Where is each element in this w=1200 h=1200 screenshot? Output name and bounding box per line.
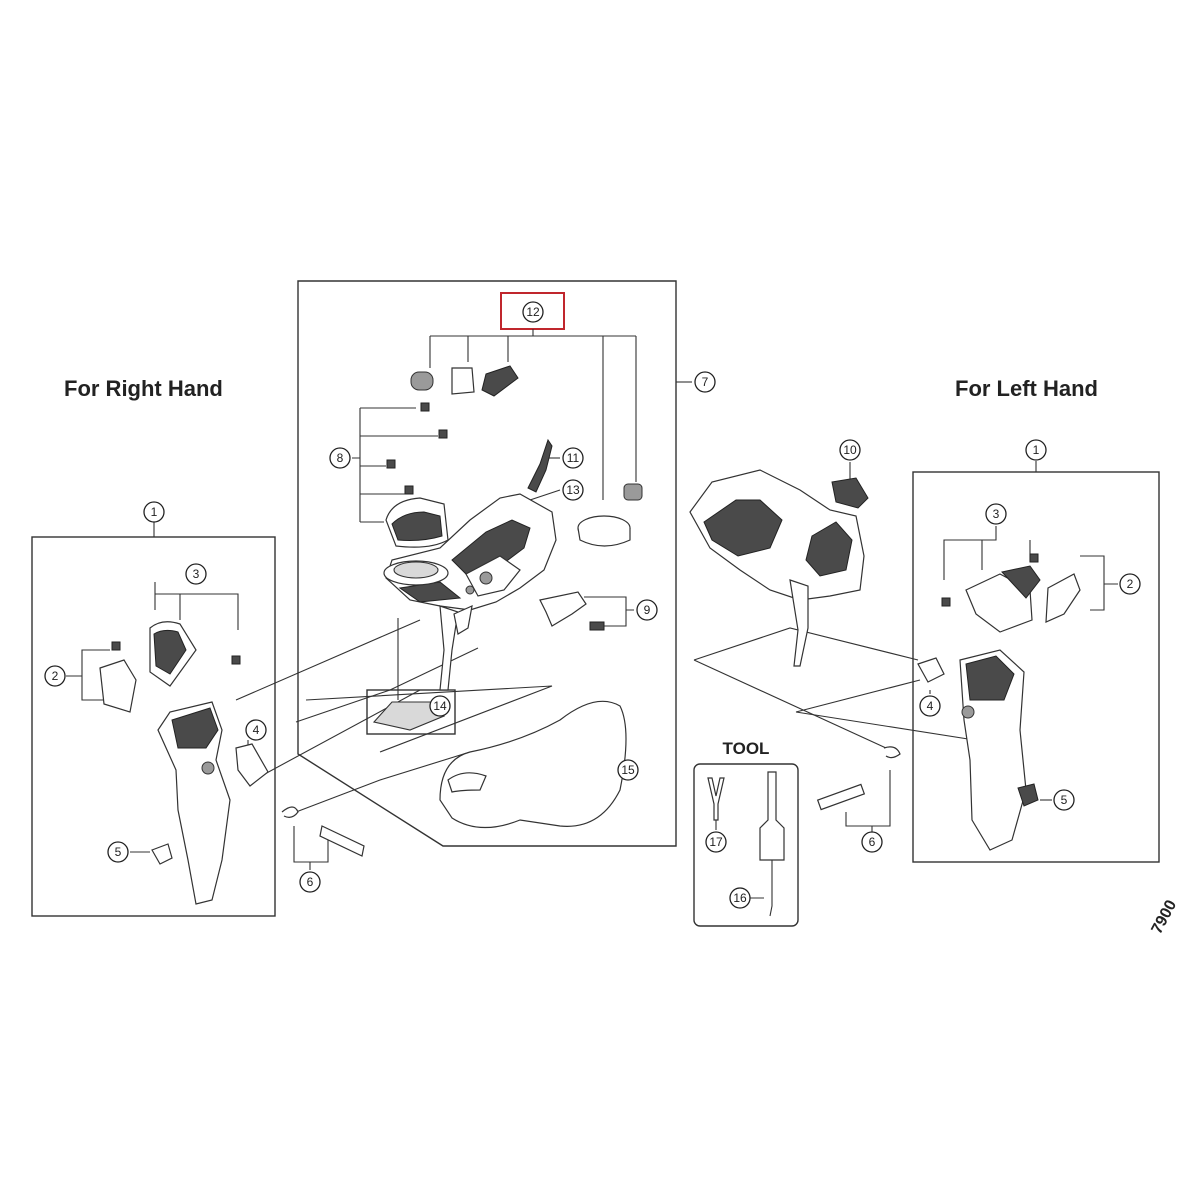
callout-rh-1: 1 <box>143 501 165 523</box>
callout-13: 13 <box>562 479 584 501</box>
left-hand-lever <box>917 553 1081 851</box>
main-body-frame <box>297 280 677 847</box>
svg-text:6: 6 <box>869 835 876 849</box>
tool-items <box>707 771 785 917</box>
callout-9: 9 <box>636 599 658 621</box>
svg-text:8: 8 <box>337 451 344 465</box>
svg-text:14: 14 <box>433 699 447 713</box>
callout-lh-1: 1 <box>1025 439 1047 461</box>
callout-lh-4: 4 <box>919 695 941 717</box>
callout-7: 7 <box>694 371 716 393</box>
callout-8: 8 <box>329 447 351 469</box>
callout-rh-6: 6 <box>299 871 321 893</box>
svg-text:1: 1 <box>1033 443 1040 457</box>
callout-rh-2: 2 <box>44 665 66 687</box>
svg-text:5: 5 <box>1061 793 1068 807</box>
svg-text:10: 10 <box>843 443 857 457</box>
callout-lh-5: 5 <box>1053 789 1075 811</box>
main-body-assembly <box>281 365 643 857</box>
callout-12: 12 <box>522 301 544 323</box>
callout-rh-3: 3 <box>185 563 207 585</box>
svg-text:4: 4 <box>927 699 934 713</box>
callout-16: 16 <box>729 887 751 909</box>
model-code: 7900 <box>1149 897 1181 936</box>
callout-14: 14 <box>429 695 451 717</box>
callout-11: 11 <box>562 447 584 469</box>
callout-lh-6: 6 <box>861 831 883 853</box>
svg-text:17: 17 <box>709 835 723 849</box>
svg-text:3: 3 <box>193 567 200 581</box>
callout-10: 10 <box>839 439 861 461</box>
svg-text:2: 2 <box>1127 577 1134 591</box>
svg-text:13: 13 <box>566 483 580 497</box>
callout-rh-5: 5 <box>107 841 129 863</box>
svg-text:5: 5 <box>115 845 122 859</box>
svg-text:7: 7 <box>702 375 709 389</box>
tool-heading: TOOL <box>723 739 770 758</box>
right-hand-lever <box>99 621 269 905</box>
callout-rh-4: 4 <box>245 719 267 741</box>
svg-text:1: 1 <box>151 505 158 519</box>
svg-text:4: 4 <box>253 723 260 737</box>
svg-text:15: 15 <box>621 763 635 777</box>
svg-text:3: 3 <box>993 507 1000 521</box>
tool-frame <box>693 763 799 927</box>
left-hand-frame <box>912 471 1160 863</box>
svg-text:12: 12 <box>526 305 540 319</box>
right-hand-heading: For Right Hand <box>64 376 223 401</box>
svg-text:2: 2 <box>52 669 59 683</box>
callout-lh-2: 2 <box>1119 573 1141 595</box>
callout-lh-3: 3 <box>985 503 1007 525</box>
left-body-assembly <box>689 469 901 811</box>
svg-text:6: 6 <box>307 875 314 889</box>
svg-text:16: 16 <box>733 891 747 905</box>
svg-text:11: 11 <box>567 451 580 465</box>
callout-17: 17 <box>705 831 727 853</box>
left-hand-heading: For Left Hand <box>955 376 1098 401</box>
part-14-frame <box>366 689 456 735</box>
svg-text:9: 9 <box>644 603 651 617</box>
callout-15: 15 <box>617 759 639 781</box>
